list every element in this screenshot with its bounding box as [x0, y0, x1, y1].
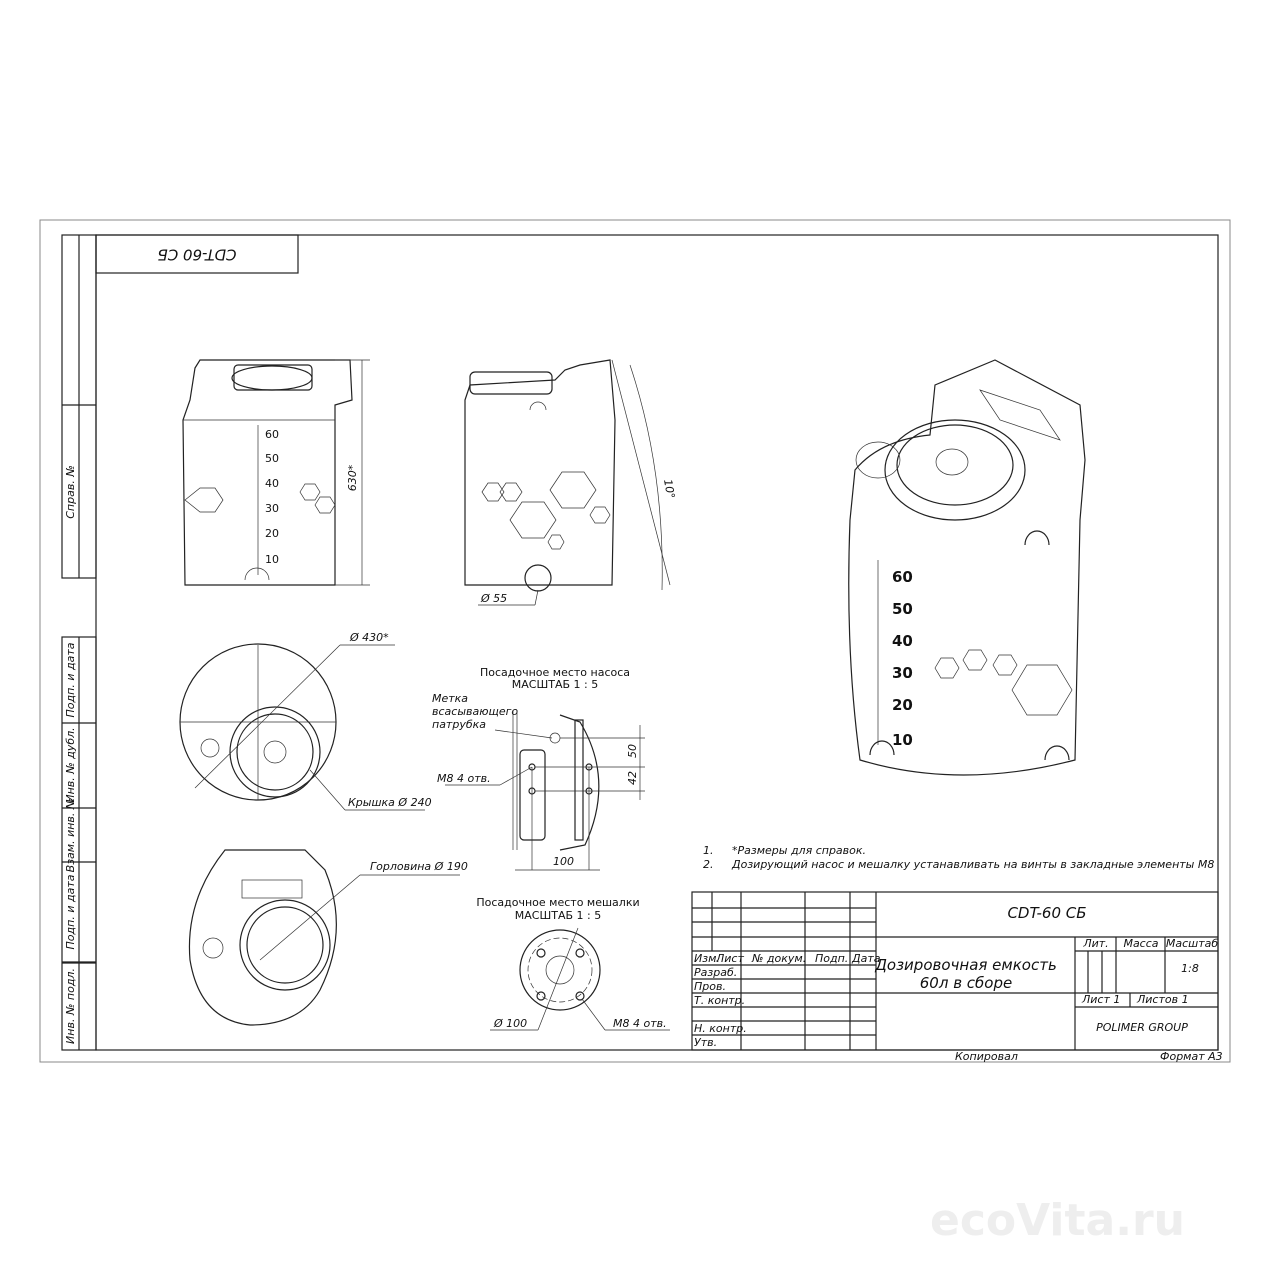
svg-text:20: 20: [892, 696, 913, 714]
front-view: 60 50 40 30 20 10 630*: [182, 359, 370, 586]
title-name-line1: Дозировочная емкость: [874, 956, 1057, 974]
svg-text:20: 20: [265, 527, 279, 540]
note-1: *Размеры для справок.: [732, 844, 866, 857]
svg-text:Лит.: Лит.: [1082, 937, 1108, 950]
svg-text:10: 10: [892, 731, 913, 749]
svg-text:2.: 2.: [703, 858, 714, 871]
svg-text:60: 60: [892, 568, 913, 586]
bottom-view: Горловина Ø 190: [188, 849, 468, 1026]
title-block: CDT-60 СБ Изм. Лист № докум. Подп. Дата …: [691, 891, 1223, 1063]
side-view: 10° Ø 55: [464, 359, 677, 606]
strip-label: Инв. № дубл.: [64, 727, 77, 802]
isometric-view: 60 50 40 30 20 10: [848, 359, 1086, 776]
svg-text:Листов 1: Листов 1: [1136, 993, 1189, 1006]
svg-text:всасывающего: всасывающего: [432, 705, 518, 718]
svg-text:40: 40: [265, 477, 279, 490]
height-dimension: 630*: [346, 464, 359, 491]
svg-text:60: 60: [265, 428, 279, 441]
mixer-diameter: Ø 100: [493, 1017, 527, 1030]
svg-text:40: 40: [892, 632, 913, 650]
svg-text:30: 30: [265, 502, 279, 515]
svg-text:50: 50: [265, 452, 279, 465]
svg-text:Изм.: Изм.: [694, 952, 720, 965]
watermark-logo: ecoVita.ru: [930, 1195, 1185, 1246]
strip-label: Инв. № подл.: [64, 968, 77, 1044]
svg-text:Формат А3: Формат А3: [1160, 1050, 1223, 1063]
svg-text:Лист: Лист: [715, 952, 744, 965]
drawing-frame: [95, 234, 1219, 1051]
dim-42: 42: [626, 771, 639, 785]
side-strip: Справ. № Подп. и дата Инв. № дубл. Взам.…: [61, 234, 97, 1051]
detail-title: Посадочное место насоса: [480, 666, 630, 679]
svg-text:Подп.: Подп.: [815, 952, 848, 965]
svg-text:Утв.: Утв.: [694, 1036, 717, 1049]
svg-text:Пров.: Пров.: [694, 980, 726, 993]
svg-text:10: 10: [265, 553, 279, 566]
svg-text:1.: 1.: [703, 844, 714, 857]
diameter-dimension: Ø 430*: [349, 631, 389, 644]
lid-dimension: Крышка Ø 240: [348, 796, 432, 809]
sheet-border: [39, 219, 1231, 1063]
detail-title: Посадочное место мешалки: [476, 896, 639, 909]
dim-50: 50: [626, 744, 639, 758]
title-code: CDT-60 СБ: [1007, 904, 1086, 922]
rotated-code-box: CDT-60 СБ: [95, 234, 299, 274]
note-2: Дозирующий насос и мешалку устанавливать…: [731, 858, 1214, 871]
neck-dimension: Горловина Ø 190: [370, 860, 468, 873]
svg-text:Т. контр.: Т. контр.: [694, 994, 745, 1007]
pump-mount-detail: Посадочное место насоса МАСШТАБ 1 : 5 Ме…: [432, 666, 645, 871]
strip-label: Справ. №: [64, 465, 77, 519]
company: POLIMER GROUP: [1096, 1021, 1188, 1034]
svg-text:Копировал: Копировал: [955, 1050, 1018, 1063]
svg-text:Метка: Метка: [432, 692, 468, 705]
strip-label: Подп. и дата: [64, 642, 77, 717]
svg-text:50: 50: [892, 600, 913, 618]
svg-text:патрубка: патрубка: [432, 718, 486, 731]
svg-text:Масштаб: Масштаб: [1166, 937, 1218, 950]
detail-scale: МАСШТАБ 1 : 5: [515, 909, 601, 922]
iso-level-scale: 60 50 40 30 20 10: [892, 568, 913, 749]
title-name-line2: 60л в сборе: [920, 974, 1012, 992]
svg-text:Лист 1: Лист 1: [1081, 993, 1120, 1006]
svg-text:Дата: Дата: [851, 952, 881, 965]
svg-text:Н. контр.: Н. контр.: [694, 1022, 747, 1035]
strip-label: Подп. и дата: [64, 874, 77, 949]
svg-text:Разраб.: Разраб.: [694, 966, 737, 979]
notes: 1. *Размеры для справок. 2. Дозирующий н…: [703, 844, 1214, 871]
svg-text:30: 30: [892, 664, 913, 682]
outlet-dimension: Ø 55: [480, 592, 507, 605]
dim-100: 100: [553, 855, 574, 868]
detail-scale: МАСШТАБ 1 : 5: [512, 678, 598, 691]
level-scale: 60 50 40 30 20 10: [265, 428, 279, 566]
rotated-code: CDT-60 СБ: [157, 246, 236, 264]
svg-text:Масса: Масса: [1123, 937, 1158, 950]
mixer-holes-label: М8 4 отв.: [613, 1017, 667, 1030]
svg-text:№ докум.: № докум.: [751, 952, 806, 965]
angle-dimension: 10°: [661, 478, 677, 499]
pump-holes-label: М8 4 отв.: [437, 772, 491, 785]
strip-label: Взам. инв. №: [64, 798, 77, 873]
mixer-mount-detail: Посадочное место мешалки МАСШТАБ 1 : 5 Ø…: [476, 896, 670, 1031]
top-view: Ø 430* Крышка Ø 240: [179, 631, 432, 811]
scale-value: 1:8: [1181, 962, 1199, 975]
